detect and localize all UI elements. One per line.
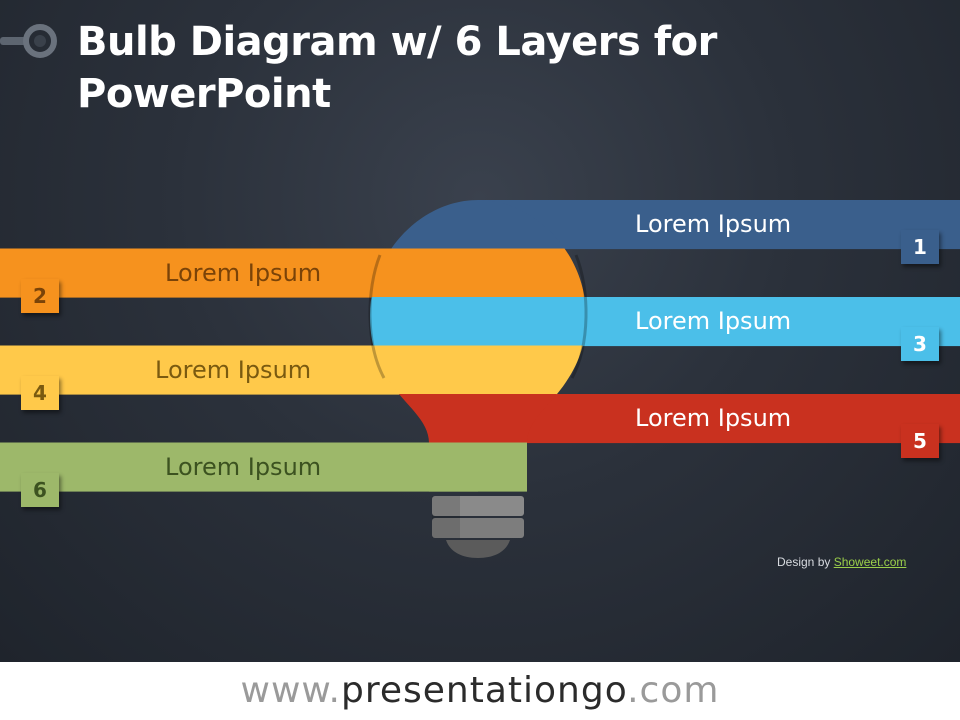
layer-number-2: 2 [21,278,59,313]
page-title: Bulb Diagram w/ 6 Layers for PowerPoint [77,19,717,117]
layer-number-3: 3 [901,327,939,361]
bulb-base-ring-2 [432,518,524,538]
layer-number-5: 5 [901,424,939,458]
bulb-diagram [0,200,960,558]
footer-brand: www.presentationgo.com [0,662,960,720]
layer-label-3: Lorem Ipsum [635,307,792,335]
layer-label-4: Lorem Ipsum [155,355,312,384]
layer-label-2: Lorem Ipsum [165,258,322,287]
footer-tld: .com [627,670,720,711]
layer-number-1: 1 [901,230,939,264]
bulb-base-shade [432,496,460,538]
layer-label-6: Lorem Ipsum [165,452,322,481]
bulb-base [432,496,524,558]
layer-label-1: Lorem Ipsum [635,210,792,238]
credit-prefix: Design by [777,555,834,569]
bulb-rim-right [570,254,588,379]
layer-number-6: 6 [21,472,59,507]
bulb-segment-3 [370,297,586,347]
bulb-base-ring-1 [432,496,524,516]
bulb-segment-4 [370,345,586,395]
layer-ribbon-6 [0,442,478,492]
footer-www: www. [240,670,341,711]
footer-brand-name: presentationgo [341,670,628,711]
bulb-rim-left [368,254,386,379]
showeet-link[interactable]: Showeet.com [833,555,907,569]
layer-number-4: 4 [21,375,59,410]
logo-ring-icon [0,24,57,58]
bulb-base-tip [446,540,510,558]
slide: Bulb Diagram w/ 6 Layers for PowerPoint … [0,0,960,662]
layer-label-5: Lorem Ipsum [635,404,792,432]
design-credit: Design by Showeet.com [777,555,906,569]
layer-ribbon-5 [478,394,960,444]
bulb-segment-2 [370,248,586,298]
